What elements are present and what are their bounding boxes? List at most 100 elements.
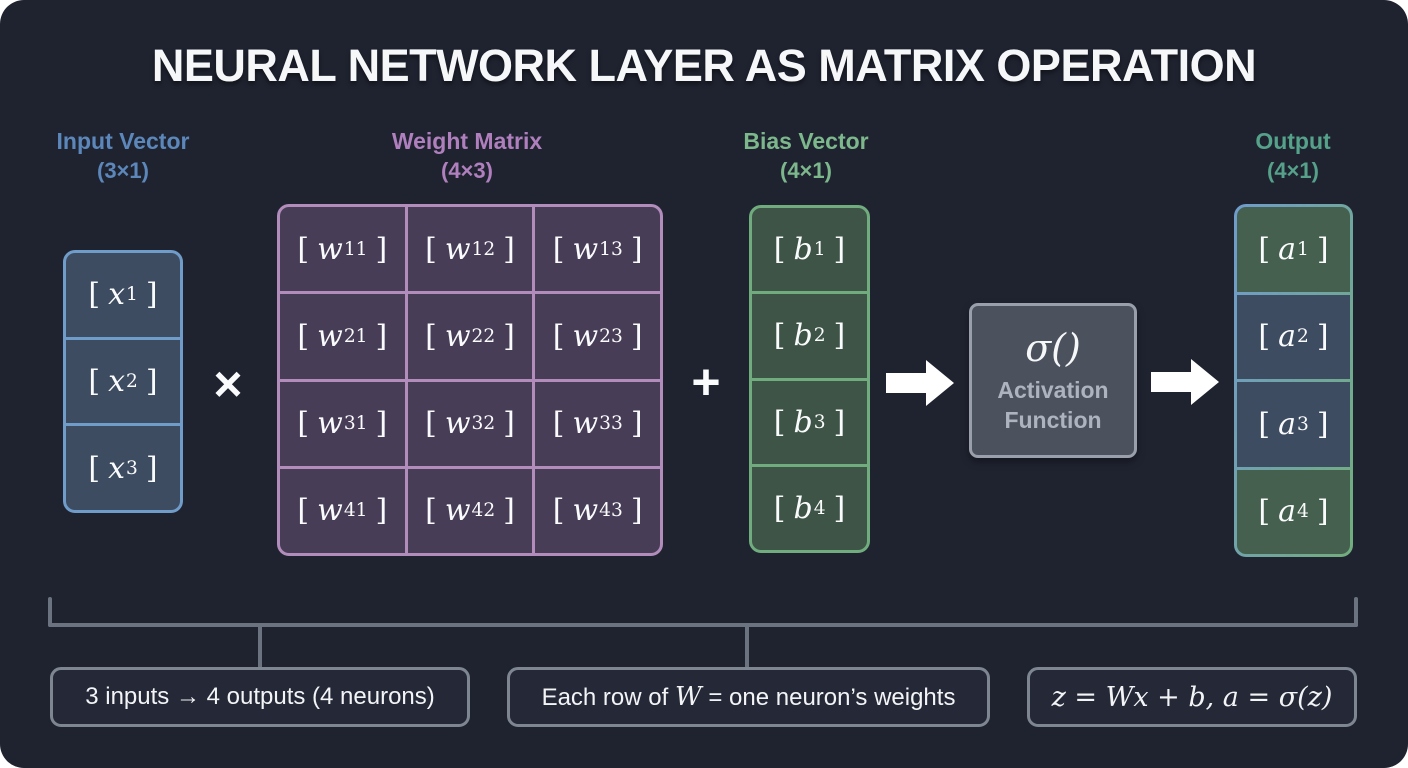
bracket-close: ] [145,450,158,486]
bracket-close: ] [630,493,643,529]
bracket-close: ] [145,364,158,399]
bracket-open: [ [297,493,310,529]
bracket-close: ] [503,493,515,529]
math-subscript: 23 [599,325,623,347]
bracket-close: ] [833,404,846,440]
bracket-open: [ [425,318,437,354]
input-vector-label: Input Vector [56,128,190,154]
bracket-close: ] [833,490,846,526]
note-math-w: W [674,682,702,712]
math-subscript: 41 [343,500,368,522]
bracket-close: ] [503,318,515,354]
bracket-close: ] [375,231,388,267]
math-subscript: 3 [1297,413,1309,435]
math-variable: b [793,318,813,354]
math-subscript: 1 [813,239,826,261]
math-subscript: 1 [126,284,138,306]
math-variable: a [1278,494,1297,530]
bracket-line [48,623,1358,627]
note-inputs-outputs-text: 3 inputs → 4 outputs (4 neurons) [85,683,435,710]
plus-operator: + [691,354,721,410]
bracket-close: ] [630,318,643,354]
math-variable: a [1278,319,1297,355]
bracket-close: ] [1316,231,1329,267]
multiply-operator: × [213,356,243,412]
activation-box: σ() Activation Function [969,303,1137,458]
bracket-close: ] [145,277,158,313]
bracket-close: ] [630,406,643,442]
math-subscript: 13 [599,238,623,260]
math-subscript: 2 [1297,326,1309,348]
bracket-open: [ [552,231,565,267]
math-subscript: 3 [126,457,138,479]
weight-matrix-label: Weight Matrix [391,128,543,154]
bias-vector-label: Bias Vector [743,128,869,154]
math-subscript: 2 [126,371,138,392]
math-variable: w [444,406,471,442]
math-variable: b [793,232,813,268]
bracket-open: [ [552,318,565,354]
bracket-close: ] [630,231,643,267]
input-vector-dims: (3×1) [97,158,149,184]
input-vector-heading: Input Vector (3×1) [0,126,283,185]
bracket-close: ] [375,493,388,529]
math-subscript: 1 [1297,238,1309,260]
bias-vector-dims: (4×1) [780,158,832,184]
output-heading: Output (4×1) [1133,126,1408,185]
bracket-close: ] [833,318,846,354]
math-subscript: 3 [813,411,826,433]
bias-vector-heading: Bias Vector (4×1) [646,126,966,185]
activation-label: Activation Function [997,376,1109,433]
math-variable: w [572,493,599,529]
math-variable: w [444,231,471,267]
bracket-open: [ [425,493,437,529]
bracket-open: [ [425,406,437,442]
bracket-close: ] [833,232,846,268]
bracket-open: [ [1258,494,1271,530]
bracket-open: [ [297,231,310,267]
arrow-right-icon [1151,359,1219,405]
bracket-open: [ [1258,319,1271,355]
math-subscript: 2 [813,325,826,347]
connector-note-2 [745,625,749,669]
math-variable: w [572,231,599,267]
bracket-close: ] [503,406,515,442]
math-variable: w [444,493,471,529]
bracket-close: ] [503,231,515,267]
bracket-open: [ [552,493,565,529]
math-variable: w [317,231,343,267]
bracket-open: [ [773,232,786,268]
note-weight-rows-text: Each row of W = one neuron’s weights [542,682,956,712]
math-variable: x [108,277,126,313]
bracket-open: [ [425,231,437,267]
math-subscript: 11 [343,238,368,260]
math-subscript: 4 [813,497,826,519]
math-subscript: 43 [599,500,623,522]
note-formula: z = Wx + b, a = σ(z) [1027,667,1357,727]
diagram-title: NEURAL NETWORK LAYER AS MATRIX OPERATION [151,40,1257,91]
bracket-open: [ [88,450,101,486]
bracket-open: [ [297,406,310,442]
output-label: Output [1255,128,1331,154]
note-weight-rows: Each row of W = one neuron’s weights [507,667,990,727]
